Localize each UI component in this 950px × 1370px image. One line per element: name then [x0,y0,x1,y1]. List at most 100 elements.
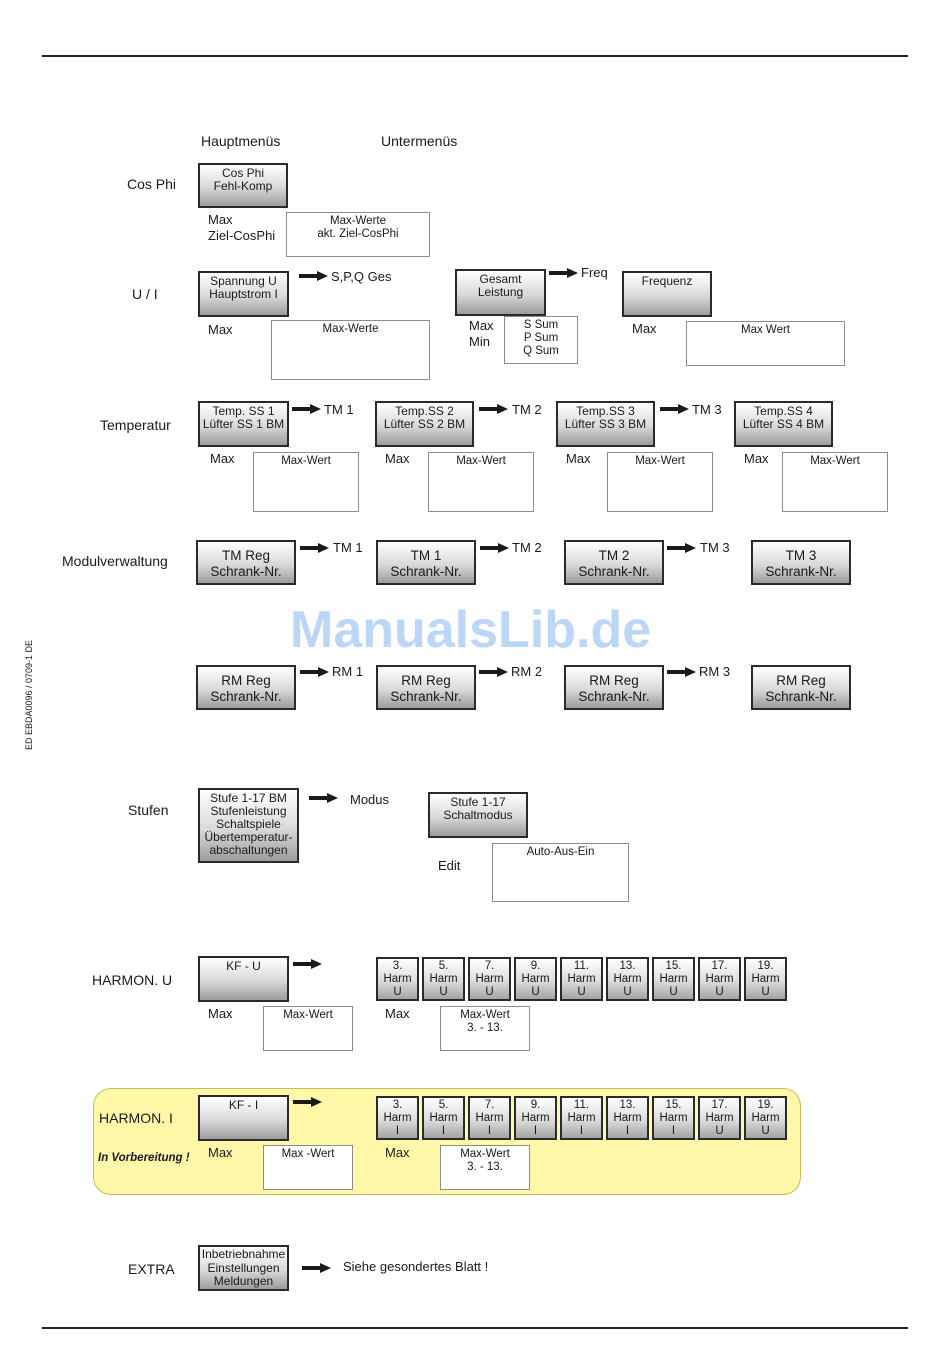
arrow-label-rm2: RM 2 [511,664,543,679]
row-label-extra: EXTRA [128,1261,175,1277]
arrow-label-tm3: TM 3 [700,540,730,555]
harm-i-9[interactable]: 9. Harm I [514,1096,557,1140]
submenu-box-temp-2: Max-Wert [428,452,534,512]
submenu-box-temp-4: Max-Wert [782,452,888,512]
arrow-label-tm2: TM 2 [512,540,542,555]
harm-u-13[interactable]: 13. Harm U [606,957,649,1001]
row-label-stufen: Stufen [128,802,169,818]
extra-see-separate-sheet: Siehe gesondertes Blatt ! [343,1259,489,1274]
arrow-icon [309,793,339,803]
harm-i-11[interactable]: 11. Harm I [560,1096,603,1140]
harm-u-19[interactable]: 19. Harm U [744,957,787,1001]
harm-u-9[interactable]: 9. Harm U [514,957,557,1001]
submenu-box-harmon-i-range: Max-Wert 3. - 13. [440,1145,530,1190]
menu-box-cosphi[interactable]: Cos Phi Fehl-Komp [198,163,288,208]
arrow-label-sqp: S,P,Q Ges [331,269,392,284]
header-sub-menus: Untermenüs [381,133,458,149]
menu-box-rm-3[interactable]: RM Reg Schrank-Nr. [751,665,851,710]
harm-u-11[interactable]: 11. Harm U [560,957,603,1001]
menu-box-temp-2[interactable]: Temp.SS 2 Lüfter SS 2 BM [375,401,474,447]
harm-u-7[interactable]: 7. Harm U [468,957,511,1001]
menu-box-tm-1[interactable]: TM 1 Schrank-Nr. [376,540,476,585]
harm-i-3[interactable]: 3. Harm I [376,1096,419,1140]
arrow-label-freq: Freq [581,265,608,280]
menu-box-spannung[interactable]: Spannung U Hauptstrom I [198,271,289,317]
arrow-icon [302,1263,332,1273]
row-label-modulverwaltung: Modulverwaltung [62,553,168,569]
arrow-icon [549,268,579,278]
row-label-ui: U / I [132,286,158,302]
arrow-label-tm1: TM 1 [324,402,354,417]
menu-box-schaltmodus[interactable]: Stufe 1-17 Schaltmodus [428,792,528,838]
header-main-menus: Hauptmenüs [201,133,281,149]
menu-box-temp-4[interactable]: Temp.SS 4 Lüfter SS 4 BM [734,401,833,447]
temp-3-max-label: Max [566,451,591,466]
submenu-box-max-werte: Max-Werte [271,320,430,380]
harmon-i-max-label-1: Max [208,1145,233,1160]
submenu-box-max-wert: Max Wert [686,321,845,366]
menu-box-kf-i[interactable]: KF - I [198,1095,289,1141]
submenu-box-temp-1: Max-Wert [253,452,359,512]
arrow-icon [293,959,323,969]
menu-box-temp-3[interactable]: Temp.SS 3 Lüfter SS 3 BM [556,401,655,447]
harm-u-5[interactable]: 5. Harm U [422,957,465,1001]
harm-i-13[interactable]: 13. Harm I [606,1096,649,1140]
bottom-rule [42,1327,908,1329]
menu-box-temp-1[interactable]: Temp. SS 1 Lüfter SS 1 BM [198,401,289,447]
arrow-label-modus: Modus [350,792,390,807]
submenu-box-harmon-i-max: Max -Wert [263,1145,353,1190]
temp-1-max-label: Max [210,451,235,466]
top-rule [42,55,908,57]
menu-box-rm-2[interactable]: RM Reg Schrank-Nr. [564,665,664,710]
menu-box-stufen[interactable]: Stufe 1-17 BM Stufenleistung Schaltspiel… [198,788,299,863]
row-label-harmon-u: HARMON. U [92,972,173,988]
row-label-harmon-i: HARMON. I [99,1110,173,1126]
harm-i-5[interactable]: 5. Harm I [422,1096,465,1140]
row-label-temperatur: Temperatur [100,417,171,433]
arrow-icon [480,543,510,553]
temp-2-max-label: Max [385,451,410,466]
arrow-label-tm2: TM 2 [512,402,542,417]
ui-maxmin-label: Max Min [469,318,494,349]
harm-u-17[interactable]: 17. Harm U [698,957,741,1001]
arrow-label-rm3: RM 3 [699,664,731,679]
arrow-icon [292,404,322,414]
document-code: ED EBDA0096 / 0709-1 DE [24,639,34,751]
harm-u-15[interactable]: 15. Harm U [652,957,695,1001]
arrow-icon [299,271,329,281]
menu-box-gesamt-leistung[interactable]: Gesamt Leistung [455,269,546,316]
arrow-icon [300,667,330,677]
menu-box-rm-1[interactable]: RM Reg Schrank-Nr. [376,665,476,710]
menu-box-tm-2[interactable]: TM 2 Schrank-Nr. [564,540,664,585]
in-preparation-note: In Vorbereitung ! [98,1152,190,1164]
arrow-label-tm3: TM 3 [692,402,722,417]
submenu-box-harmon-u-max: Max-Wert [263,1006,353,1051]
menu-box-extra[interactable]: Inbetriebnahme Einstellungen Meldungen [198,1245,289,1291]
menu-box-rm-reg[interactable]: RM Reg Schrank-Nr. [196,665,296,710]
ui-max-label: Max [208,322,233,337]
submenu-box-sum: S Sum P Sum Q Sum [504,316,578,364]
harm-i-19[interactable]: 19. Harm U [744,1096,787,1140]
harm-i-7[interactable]: 7. Harm I [468,1096,511,1140]
menu-box-kf-u[interactable]: KF - U [198,956,289,1002]
harm-u-3[interactable]: 3. Harm U [376,957,419,1001]
arrow-icon [300,543,330,553]
harm-i-17[interactable]: 17. Harm U [698,1096,741,1140]
cosphi-max-label: Max Ziel-CosPhi [208,212,276,243]
submenu-box-auto-aus-ein: Auto-Aus-Ein [492,843,629,902]
arrow-icon [479,667,509,677]
arrow-icon [667,667,697,677]
arrow-icon [667,543,697,553]
harmon-u-max-label-2: Max [385,1006,410,1021]
menu-box-tm-reg[interactable]: TM Reg Schrank-Nr. [196,540,296,585]
arrow-icon [479,404,509,414]
watermark: ManualsLib.de [290,601,652,659]
harmon-i-max-label-2: Max [385,1145,410,1160]
submenu-box-temp-3: Max-Wert [607,452,713,512]
harmon-u-max-label-1: Max [208,1006,233,1021]
menu-box-tm-3[interactable]: TM 3 Schrank-Nr. [751,540,851,585]
menu-box-frequenz[interactable]: Frequenz [622,271,712,317]
stufen-edit-label: Edit [438,858,461,873]
harm-i-15[interactable]: 15. Harm I [652,1096,695,1140]
temp-4-max-label: Max [744,451,769,466]
